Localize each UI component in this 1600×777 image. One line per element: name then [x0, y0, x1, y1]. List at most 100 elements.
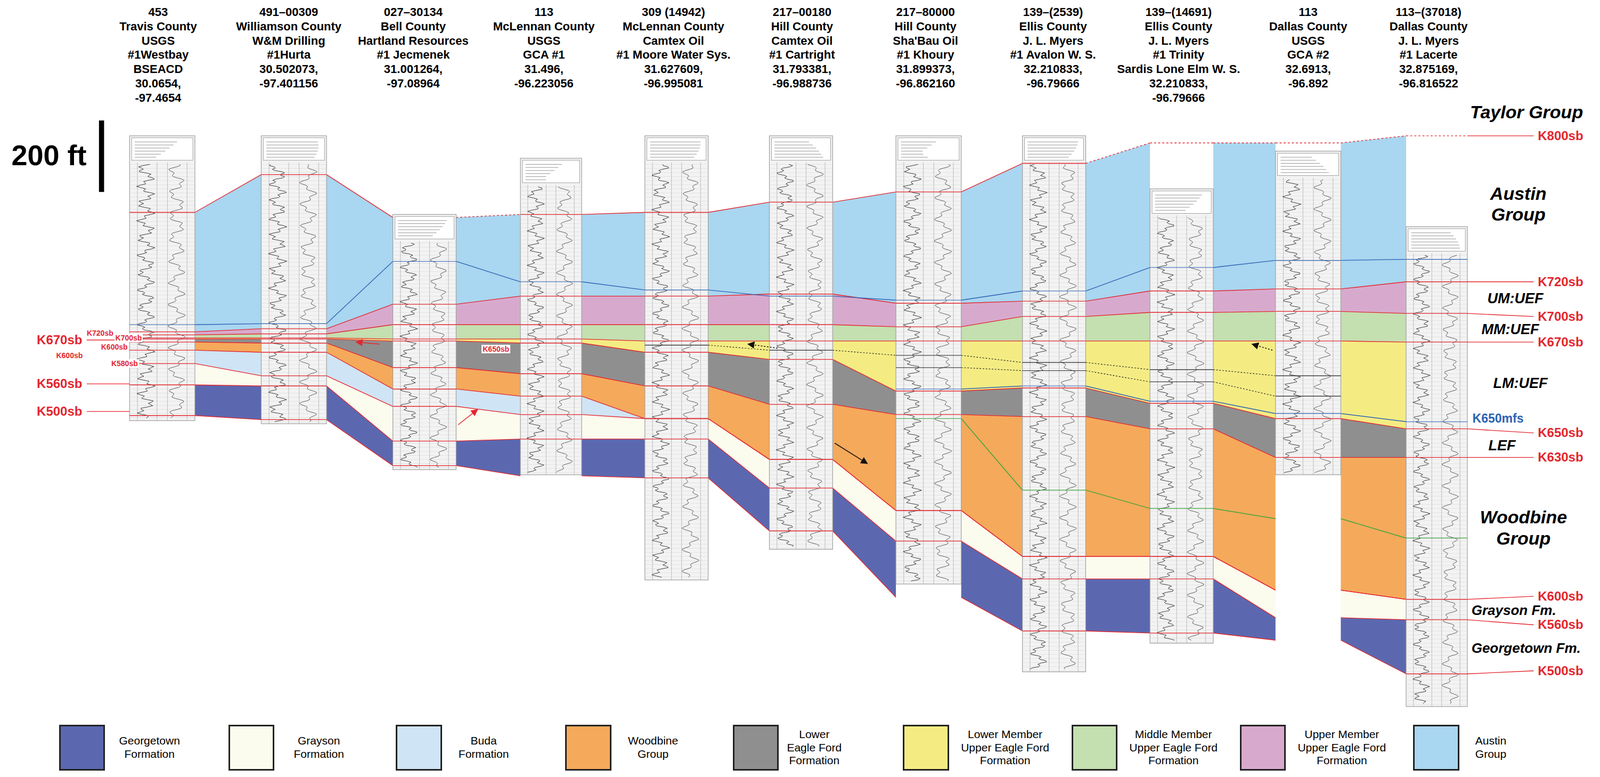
well-header-text: #1 Lacerte [1399, 48, 1458, 62]
horizon-line [1085, 387, 1150, 404]
legend-swatch [1413, 724, 1459, 771]
unit-name: LEF [1488, 437, 1516, 455]
well-log [520, 158, 582, 475]
horizon-line [708, 418, 770, 460]
strat-layer [1340, 617, 1407, 674]
well-header-text: 309 (14942) [641, 5, 706, 19]
log-header [1408, 228, 1466, 251]
mfs-line [961, 385, 1023, 389]
horizon-line [194, 384, 262, 386]
horizon-line [1085, 630, 1150, 633]
log-header [771, 137, 831, 161]
dotted-correlation [708, 345, 770, 351]
horizon-line [326, 375, 394, 406]
well-header-text: 30.502073, [259, 62, 318, 77]
legend-swatch [732, 724, 779, 771]
horizon-tick [260, 333, 327, 334]
log-grid [1022, 164, 1087, 671]
horizon-line [961, 540, 1023, 579]
well-header-text: -97.4654 [135, 91, 182, 105]
horizon-line [832, 459, 896, 511]
horizon-label: K580sb [110, 358, 140, 368]
log-track [1030, 162, 1079, 672]
horizon-line [1340, 456, 1407, 458]
strat-layer [832, 294, 896, 327]
horizon-leader [86, 383, 130, 385]
horizon-line [1213, 578, 1276, 618]
horizon-tick [1022, 555, 1087, 557]
well-header-text: #1Hurta [266, 48, 311, 62]
well-header-text: 027–30134 [384, 5, 443, 19]
strat-layer [1085, 312, 1150, 341]
well-header-text: Travis County [119, 19, 197, 34]
horizon-tick [1149, 312, 1214, 313]
log-header [394, 216, 454, 239]
horizon-line [581, 373, 646, 386]
horizon-tick [1022, 340, 1087, 341]
horizon-tick [260, 342, 327, 344]
log-curve [136, 164, 155, 418]
marker-line [895, 299, 962, 301]
strat-layer [961, 316, 1023, 341]
log-header [131, 137, 193, 161]
horizon-tick [1406, 673, 1468, 674]
horizon-line [326, 343, 394, 368]
horizon-tick [1022, 415, 1087, 417]
strat-layer [455, 324, 521, 339]
pointer-arrow [458, 409, 478, 425]
strat-layer [581, 414, 646, 439]
horizon-tick [129, 331, 195, 332]
well-header-text: 31.627609, [643, 62, 703, 77]
strat-layer [1340, 340, 1407, 429]
marker-line [769, 295, 834, 297]
horizon-line [961, 163, 1023, 193]
dotted-correlation [1085, 370, 1150, 382]
well-log [895, 135, 962, 584]
dotted-correlation [645, 344, 709, 346]
well-header-text: #1 Khoury [896, 48, 955, 62]
horizon-line [1340, 135, 1407, 143]
log-header-lines [1027, 141, 1079, 158]
horizon-tick [645, 211, 709, 213]
well-header-text: 31.001264, [384, 62, 443, 77]
log-grid [520, 186, 582, 473]
horizon-leader [1467, 135, 1534, 136]
well-header-text: Ellis County [1019, 19, 1088, 34]
horizon-line [1340, 589, 1407, 599]
well-header-text: W&M Drilling [252, 34, 326, 48]
horizon-leader [1467, 670, 1534, 674]
log-header [1277, 152, 1340, 176]
horizon-tick [129, 211, 195, 213]
log-strip [1149, 188, 1214, 643]
log-track [527, 184, 575, 475]
marker-line [129, 324, 195, 325]
horizon-tick [645, 385, 709, 387]
horizon-label: K650sb [1536, 425, 1585, 441]
dotted-correlation [961, 355, 1023, 363]
horizon-line [1085, 555, 1150, 557]
well-header-text: #1 Moore Water Sys. [616, 48, 731, 62]
log-track [400, 240, 449, 470]
log-track [652, 162, 701, 581]
legend-text: Buda Formation [447, 733, 520, 760]
strat-layer [455, 406, 521, 442]
dotted-correlation [1022, 362, 1087, 363]
horizon-label: K600sb [100, 342, 129, 351]
well-header-text: 32.210833, [1149, 76, 1208, 91]
well-log [769, 135, 834, 550]
well-header-text: USGS [141, 34, 175, 48]
strat-layer [1213, 311, 1276, 341]
horizon-tick [769, 293, 834, 295]
horizon-line [1085, 312, 1150, 317]
horizon-line [708, 340, 770, 341]
legend-swatch [228, 724, 275, 771]
strat-layer [1340, 135, 1407, 289]
well-header-text: McLennan County [622, 19, 725, 34]
log-curve [400, 242, 419, 468]
horizon-line [455, 214, 521, 218]
horizon-tick [645, 340, 709, 341]
log-strip [520, 158, 582, 475]
horizon-tick [1275, 456, 1342, 458]
well-header-text: Camtex Oil [642, 34, 705, 48]
